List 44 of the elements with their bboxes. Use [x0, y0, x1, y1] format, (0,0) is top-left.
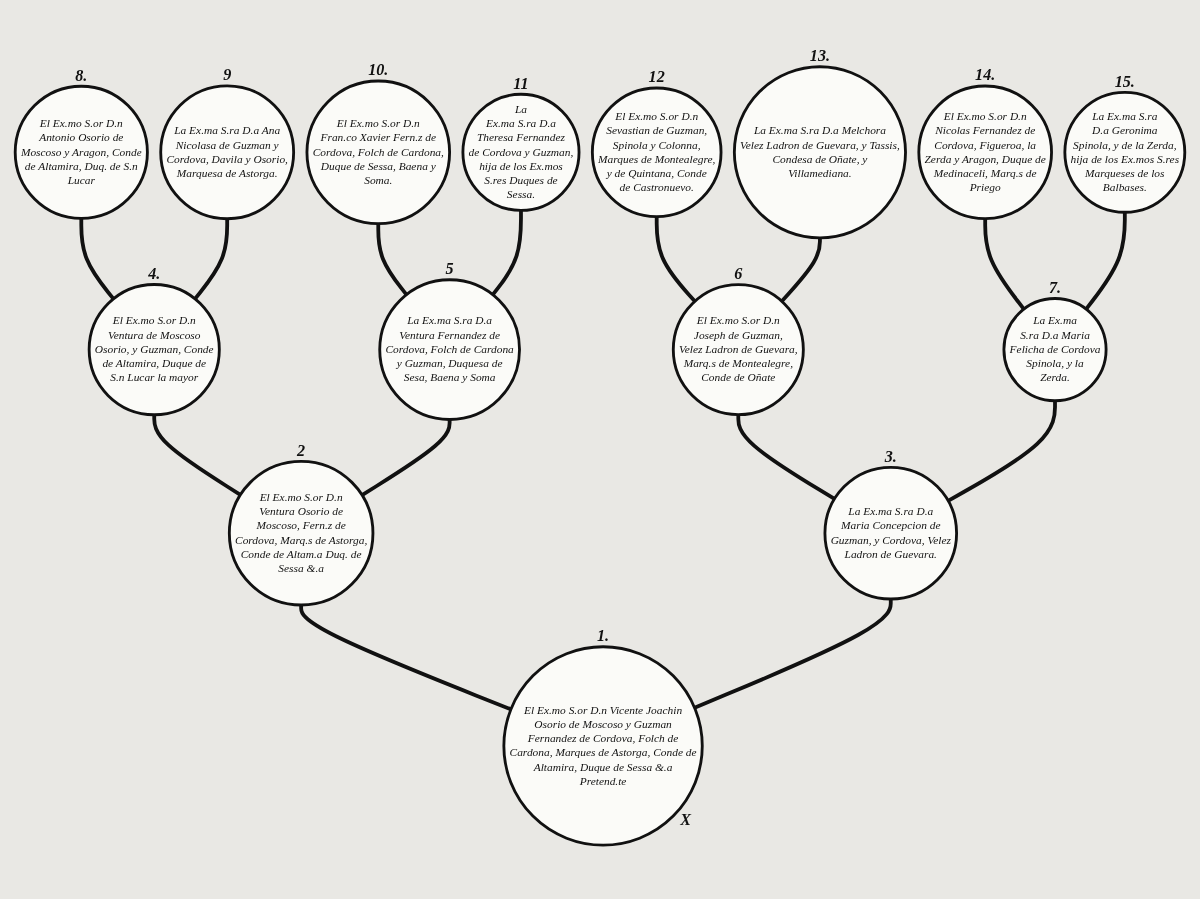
node-circle: La Ex.ma S.ra D.a Maria Concepcion de Guzman, y Cordova, Velez Ladron de Guevara.	[823, 465, 958, 601]
node-number: 6	[734, 264, 743, 282]
node-circle: La Ex.ma S.ra D.a Ana Nicolasa de Guzman y Cordova, Davila y Osorio, Marquesa de Astorga.	[159, 84, 296, 221]
node-number: 10.	[368, 61, 389, 79]
connector	[491, 210, 523, 296]
connector	[983, 218, 1026, 311]
node-circle: La Ex.ma S.ra D.a Geronima Spinola, y de la Zerda, hija de los Ex.mos S.res Marqueses de los Balbases.	[1063, 90, 1187, 214]
connector	[947, 400, 1057, 503]
node-circle: El Ex.mo S.or D.n Sevastian de Guzman, Spinola y Colonna, Marques de Montealegre, y de Quintana, Conde de Castronuevo.	[590, 86, 723, 219]
connector	[693, 599, 893, 710]
connector	[736, 414, 836, 501]
node-number: 13.	[809, 47, 831, 65]
node-number: 7.	[1048, 278, 1062, 296]
connector	[376, 223, 408, 296]
node-number: 9	[223, 66, 232, 84]
node-circle: La Ex.ma S.ra D.a Melchora Velez Ladron de Guevara, y Tassis, Condesa de Oñate, y Villamediana.	[732, 65, 907, 240]
connector	[361, 419, 452, 497]
node-circle: El Ex.mo S.or D.n Ventura Osorio de Moscoso, Fern.z de Cordova, Marq.s de Astorga, Conde de Altam.a Duq. de Sessa &.a	[227, 459, 375, 607]
node-circle: El Ex.mo S.or D.n Fran.co Xavier Fern.z de Cordova, Folch de Cardona, Duque de Sessa, Baena y Soma.	[305, 79, 452, 226]
node-number: 2	[297, 441, 306, 459]
node-number: 11	[513, 74, 529, 92]
connector	[79, 218, 115, 301]
node-circle: El Ex.mo S.or D.n Nicolas Fernandez de Cordova, Figueroa, la Zerda y Aragon, Duque de Medinaceli, Marq.s de Priego	[917, 84, 1053, 221]
connector	[1084, 212, 1127, 311]
connector	[299, 604, 512, 712]
cross-mark: X	[680, 811, 692, 829]
node-number: 14.	[975, 66, 996, 84]
connector	[152, 414, 242, 497]
node-number: 12	[648, 68, 665, 86]
node-circle: La Ex.ma S.ra D.a Maria Felicha de Cordova Spinola, y la Zerda.	[1002, 297, 1108, 403]
connector	[654, 216, 697, 303]
node-number: 4.	[148, 264, 161, 282]
node-number: 8.	[75, 66, 88, 84]
node-circle: La Ex.ma S.ra D.a Ventura Fernandez de Cordova, Folch de Cardona y Guzman, Duquesa de Sesa, Baena y Soma	[378, 278, 521, 421]
node-circle: La Ex.ma S.ra D.a Theresa Fernandez de Cordova y Guzman, hija de los Ex.mos S.res Duques de Sessa.	[461, 92, 581, 212]
node-number: 5	[445, 260, 454, 277]
node-circle: El Ex.mo S.or D.n Ventura de Moscoso Osorio, y Guzman, Conde de Altamira, Duque de S.n Lucar la mayor	[87, 283, 221, 417]
connector	[780, 237, 822, 303]
node-number: 1.	[597, 627, 610, 645]
node-circle: El Ex.mo S.or D.n Antonio Osorio de Moscoso y Aragon, Conde de Altamira, Duq. de S.n Lucar	[13, 84, 149, 220]
node-number: 15.	[1114, 72, 1135, 90]
connector	[193, 218, 230, 301]
node-number: 3.	[884, 447, 897, 465]
node-circle: El Ex.mo S.or D.n Joseph de Guzman, Velez Ladron de Guevara, Marq.s de Montealegre, Conde de Oñate	[671, 283, 805, 417]
